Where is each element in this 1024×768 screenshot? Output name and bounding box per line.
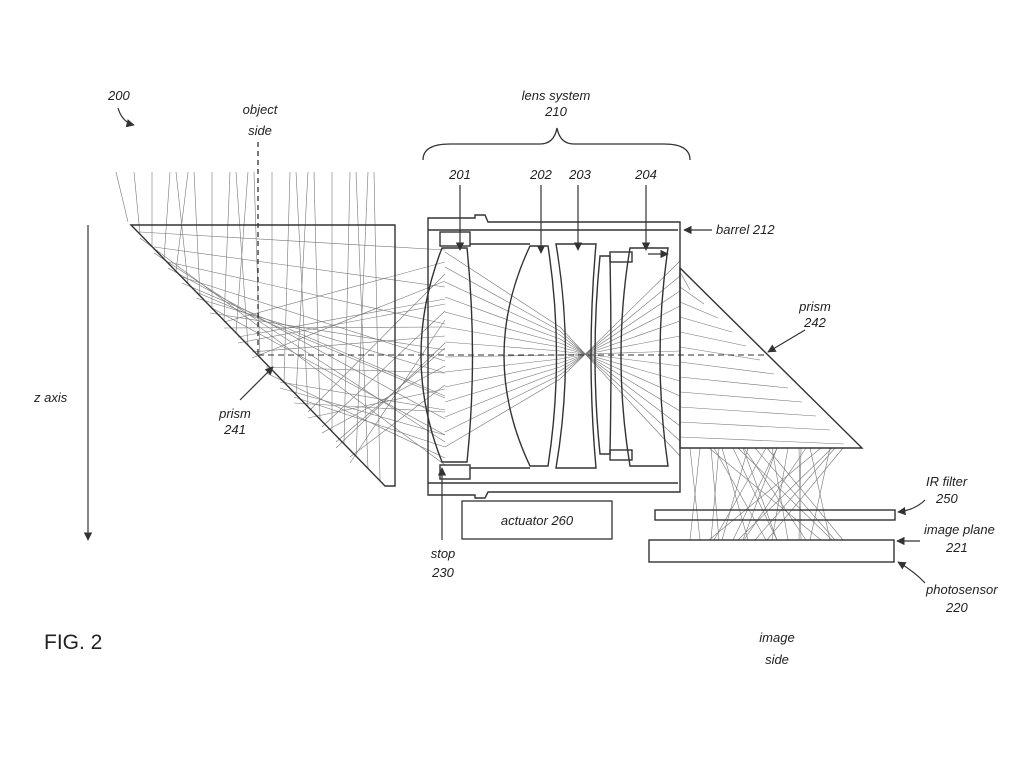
- lens-203: [555, 243, 597, 469]
- lens-system-num: 210: [544, 104, 567, 119]
- prism-241-label: prism: [218, 406, 251, 421]
- barrel-212: [427, 214, 681, 499]
- lens-203-label: 203: [568, 167, 591, 182]
- photosensor-leader: [897, 561, 926, 584]
- image-plane-num: 221: [945, 540, 968, 555]
- ref-200-arrow: [117, 107, 135, 128]
- actuator-260: [461, 500, 613, 540]
- ir-filter-leader: [897, 499, 926, 516]
- light-rays: [115, 171, 845, 541]
- lens-201: [420, 247, 474, 463]
- actuator-label: actuator 260: [501, 513, 574, 528]
- object-side-label-1: object: [243, 102, 279, 117]
- prism-242-label: prism: [798, 299, 831, 314]
- lens-system-brace: [422, 127, 691, 161]
- lens-system-label: lens system: [522, 88, 591, 103]
- photosensor-label: photosensor: [925, 582, 998, 597]
- lens-202-label: 202: [529, 167, 552, 182]
- barrel-label: barrel 212: [716, 222, 775, 237]
- fig-label: FIG. 2: [44, 631, 102, 654]
- prism-241: [129, 224, 396, 487]
- image-side-label-1: image: [759, 630, 794, 645]
- lens-202: [503, 245, 558, 467]
- ref-200: 200: [107, 88, 130, 103]
- lens-201-label: 201: [448, 167, 471, 182]
- photosensor-num: 220: [945, 600, 968, 615]
- prism-242-leader: [767, 329, 806, 353]
- ir-filter-250: [654, 509, 896, 521]
- lens-204-label: 204: [634, 167, 657, 182]
- ir-filter-label: IR filter: [926, 474, 968, 489]
- lens-204: [620, 247, 669, 467]
- stop-label: stop: [431, 546, 456, 561]
- prism-241-leader: [239, 366, 274, 401]
- image-side-label-2: side: [765, 652, 789, 667]
- stop-num: 230: [431, 565, 454, 580]
- prism-242-num: 242: [803, 315, 826, 330]
- object-side-label-2: side: [248, 123, 272, 138]
- photosensor-220: [648, 539, 895, 563]
- prism-242: [679, 266, 864, 449]
- ir-filter-num: 250: [935, 491, 958, 506]
- image-plane-label: image plane: [924, 522, 995, 537]
- lens-elements: [420, 243, 669, 469]
- prism-241-num: 241: [223, 422, 246, 437]
- z-axis-label: z axis: [33, 390, 68, 405]
